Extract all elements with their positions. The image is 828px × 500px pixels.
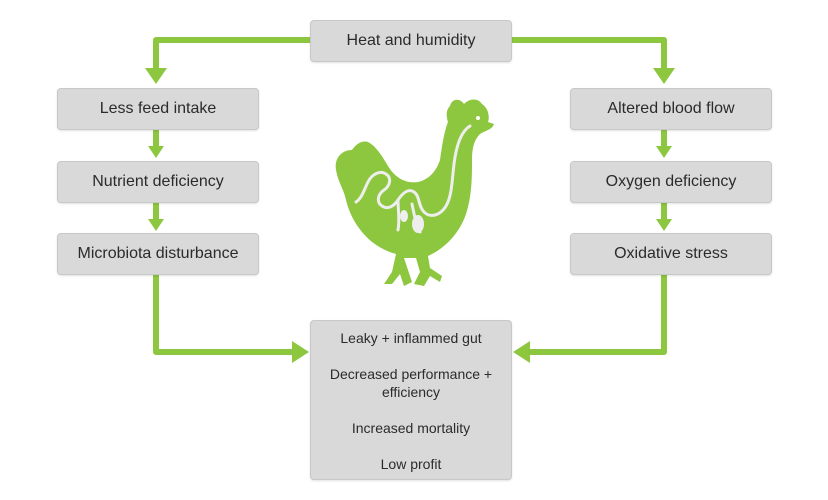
arrowhead-left-2-3 xyxy=(148,219,164,231)
connector-top-right xyxy=(512,37,667,70)
outcome-low-profit: Low profit xyxy=(380,456,442,472)
connector-top-left xyxy=(153,37,310,70)
microbiota-disturbance-box: Microbiota disturbance xyxy=(57,233,259,275)
outcome-increased-mortality: Increased mortality xyxy=(351,420,471,436)
less-feed-intake-box: Less feed intake xyxy=(57,88,259,130)
altered-blood-flow-box: Altered blood flow xyxy=(570,88,772,130)
oxidative-stress-box: Oxidative stress xyxy=(570,233,772,275)
heat-humidity-box: Heat and humidity xyxy=(310,20,512,62)
outcome-leaky-gut: Leaky + inflammed gut xyxy=(340,330,482,346)
altered-blood-flow-label: Altered blood flow xyxy=(607,100,735,117)
less-feed-intake-label: Less feed intake xyxy=(99,100,217,117)
chicken-gut-icon xyxy=(335,99,494,286)
arrowhead-top-right xyxy=(653,68,675,84)
nutrient-deficiency-box: Nutrient deficiency xyxy=(57,161,259,203)
oxidative-stress-label: Oxidative stress xyxy=(614,245,728,262)
arrowhead-left-1-2 xyxy=(148,146,164,158)
outcome-decreased-performance: Decreased performance + efficiency xyxy=(329,366,493,400)
heat-humidity-label: Heat and humidity xyxy=(346,32,476,49)
oxygen-deficiency-box: Oxygen deficiency xyxy=(570,161,772,203)
arrowhead-left-outcome xyxy=(292,341,309,363)
arrowhead-right-1-2 xyxy=(656,146,672,158)
connector-left-outcome xyxy=(153,275,294,355)
arrowhead-right-outcome xyxy=(513,341,530,363)
oxygen-deficiency-label: Oxygen deficiency xyxy=(605,173,737,190)
outcomes-box: Leaky + inflammed gut Decreased performa… xyxy=(310,320,512,480)
arrowhead-right-2-3 xyxy=(656,219,672,231)
arrowhead-top-left xyxy=(145,68,167,84)
nutrient-deficiency-label: Nutrient deficiency xyxy=(92,173,224,190)
connector-right-outcome xyxy=(528,275,667,355)
microbiota-disturbance-label: Microbiota disturbance xyxy=(77,245,239,262)
